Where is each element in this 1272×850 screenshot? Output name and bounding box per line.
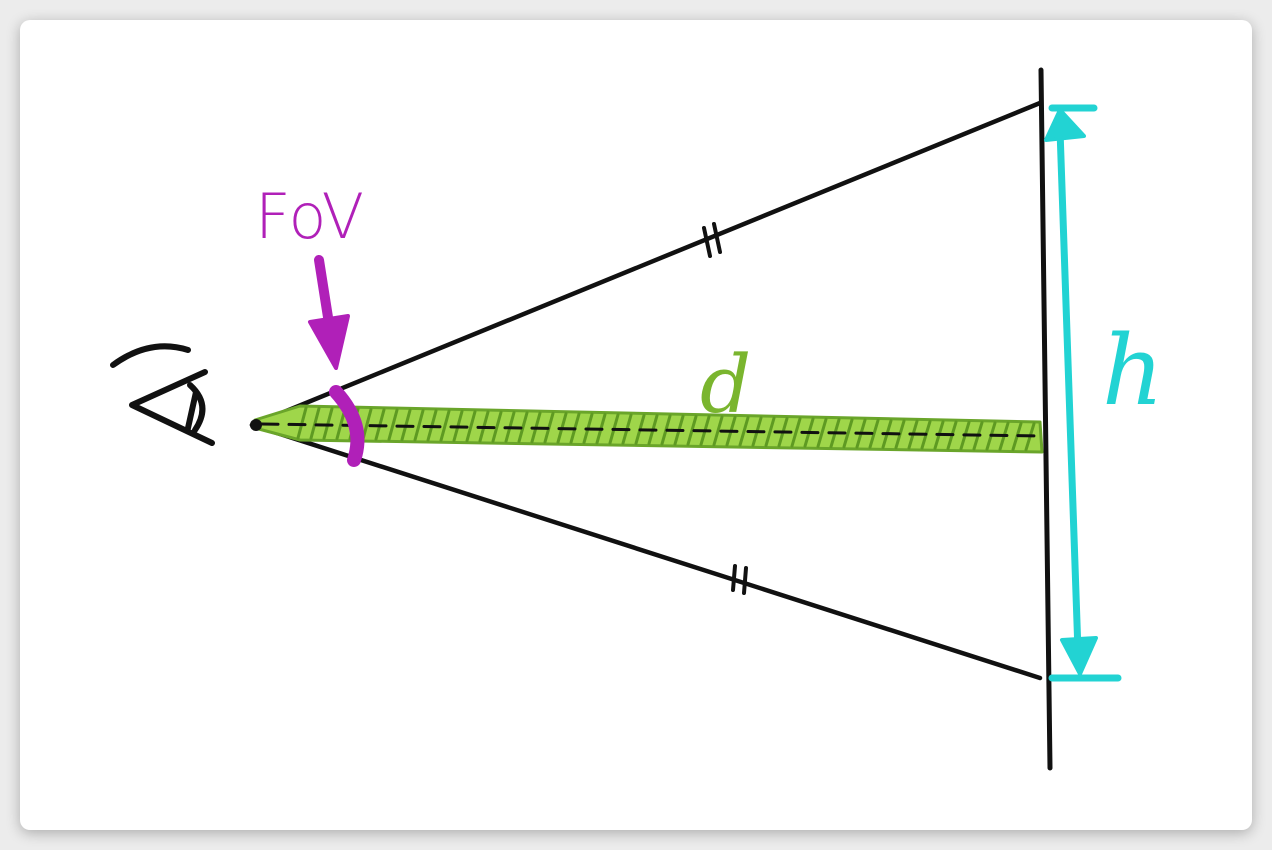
upper-equal-tick bbox=[702, 222, 722, 258]
hatch-stroke bbox=[361, 407, 373, 441]
fov-label: FoV bbox=[255, 180, 364, 253]
fov-arrow bbox=[308, 255, 350, 370]
lower-equal-tick bbox=[731, 564, 748, 595]
lower-ray-line bbox=[249, 422, 1043, 681]
distance-band bbox=[253, 404, 1044, 454]
image-plane-line bbox=[1038, 67, 1053, 771]
hatch-stroke bbox=[439, 409, 451, 442]
distance-label: d bbox=[700, 338, 751, 431]
hatch-stroke bbox=[686, 414, 698, 446]
hatch-stroke bbox=[465, 410, 477, 443]
eye-icon bbox=[110, 343, 215, 446]
vertex-point bbox=[250, 419, 262, 431]
fov-diagram: FoV d h bbox=[110, 67, 1164, 771]
hatch-stroke bbox=[842, 418, 854, 449]
hatch-stroke bbox=[413, 409, 425, 442]
fov-arc bbox=[329, 385, 365, 467]
hatch-stroke bbox=[712, 415, 724, 447]
distance-center-line bbox=[260, 422, 1042, 438]
hatch-stroke bbox=[387, 408, 399, 441]
hatch-stroke bbox=[790, 417, 802, 448]
height-dimension bbox=[1048, 104, 1122, 682]
hatch-stroke bbox=[296, 406, 308, 440]
height-arrow-top bbox=[1044, 108, 1086, 142]
hatch-stroke bbox=[764, 416, 776, 448]
hatch-stroke bbox=[738, 416, 750, 447]
hatch-stroke bbox=[868, 418, 880, 449]
hatch-stroke bbox=[322, 407, 334, 440]
height-arrow-bottom bbox=[1060, 636, 1098, 676]
hatch-stroke bbox=[517, 411, 529, 444]
upper-ray-line bbox=[249, 100, 1043, 428]
diagram-card: FoV d h bbox=[20, 20, 1252, 830]
hatch-stroke bbox=[816, 417, 828, 448]
height-label: h bbox=[1102, 315, 1164, 427]
hatch-stroke bbox=[309, 406, 321, 440]
hatch-stroke bbox=[491, 410, 503, 443]
